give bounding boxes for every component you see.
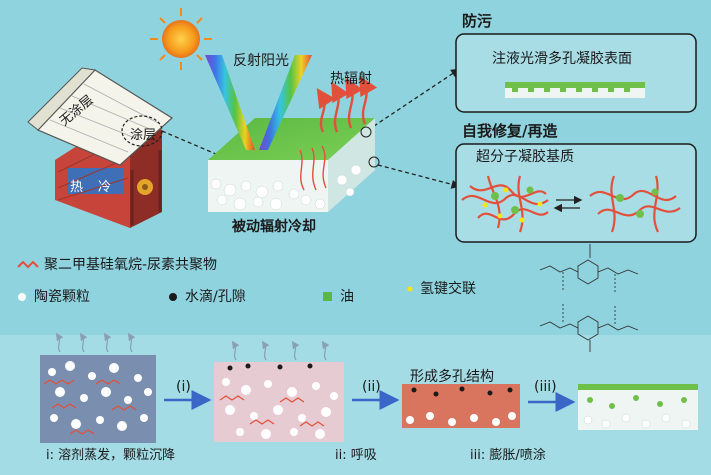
- legend-ceramic-symbol: [18, 293, 26, 301]
- antifouling-box: [455, 33, 697, 113]
- caption-iii: iii: 膨胀/喷涂: [470, 448, 546, 463]
- reflect-label: 反射阳光: [233, 53, 289, 69]
- chemical-structure: [539, 244, 639, 352]
- process-panel-2: [214, 340, 344, 442]
- house-hot-label: 热: [70, 180, 84, 195]
- legend-water-symbol: [169, 293, 177, 301]
- slippery-surface-label: 注液光滑多孔凝胶表面: [492, 51, 632, 67]
- sun-icon: [150, 8, 212, 70]
- gear-icon: [137, 179, 153, 195]
- legend-hbond-symbol: [407, 286, 413, 292]
- block-top-callout: [360, 126, 372, 138]
- house-icon: [27, 67, 173, 228]
- block-side-callout: [368, 156, 380, 168]
- caption-ii: ii: 呼吸: [335, 448, 377, 463]
- legend-hbond-label: 氢键交联: [420, 281, 476, 297]
- step-ii-label: (ii): [362, 379, 381, 395]
- legend-pdms-symbol: [17, 260, 39, 269]
- block-particles: [210, 164, 362, 211]
- step-iii-label: (iii): [534, 379, 557, 395]
- self-repair-title: 自我修复/再造: [462, 122, 558, 140]
- legend-oil-symbol: [323, 292, 332, 301]
- porous-label: 形成多孔结构: [410, 369, 494, 385]
- thermal-radiation-arrows: [316, 75, 378, 133]
- passive-cooling-label: 被动辐射冷却: [232, 219, 316, 235]
- house-to-block-connector: [161, 130, 233, 162]
- caption-i: i: 溶剂蒸发，颗粒沉降: [46, 448, 176, 463]
- process-panel-4: [578, 384, 698, 430]
- step-i-label: (i): [176, 379, 191, 395]
- process-panel-3: [402, 384, 520, 428]
- block-polymer-chains: [299, 145, 327, 191]
- legend-water-label: 水滴/孔隙: [185, 289, 246, 305]
- legend-pdms-label: 聚二甲基硅氧烷-尿素共聚物: [44, 257, 218, 273]
- process-panel-1: [40, 332, 156, 443]
- supramolecular-label: 超分子凝胶基质: [476, 149, 574, 165]
- antifouling-title: 防污: [462, 12, 493, 30]
- legend-oil-label: 油: [340, 289, 354, 305]
- legend-ceramic-label: 陶瓷颗粒: [34, 289, 90, 305]
- house-coat-label: 涂层: [130, 128, 157, 143]
- self-repair-box: [455, 143, 697, 243]
- house-cold-label: 冷: [98, 180, 112, 195]
- thermal-label: 热辐射: [330, 71, 372, 87]
- reflected-light-beams: [205, 55, 312, 150]
